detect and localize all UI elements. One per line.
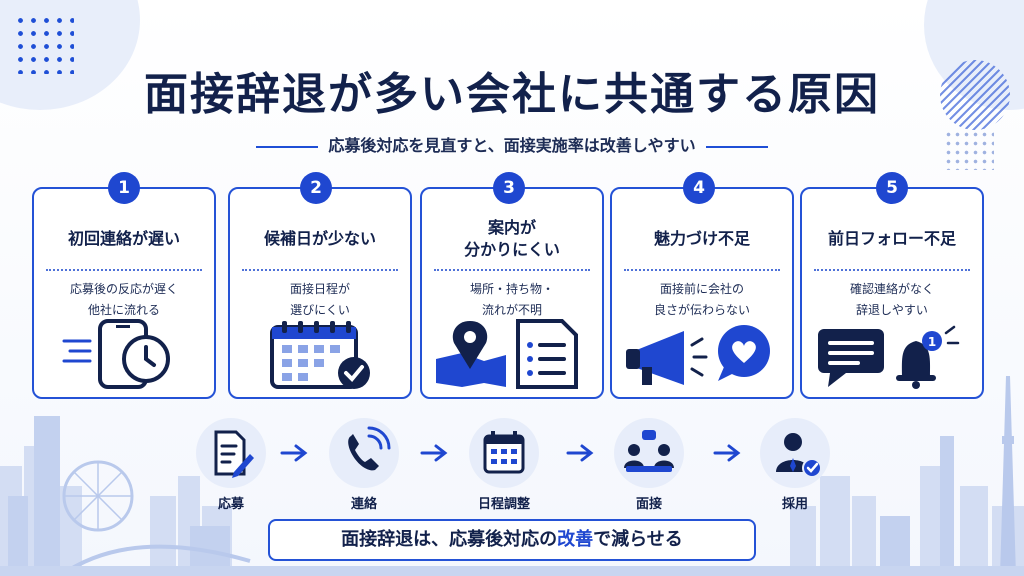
- arrow-right-icon: [280, 444, 308, 462]
- dotted-divider: [434, 269, 590, 271]
- desc-line: 流れが不明: [481, 303, 542, 317]
- arrow-right-icon: [566, 444, 594, 462]
- page-title: 面接辞退が多い会社に共通する原因: [144, 69, 880, 120]
- cause-title: 魅力づけ不足: [653, 229, 750, 249]
- document-pen-icon: [214, 430, 254, 478]
- flow-step-icon-circle: [469, 418, 539, 488]
- cause-title: 案内が分かりにくい: [426, 215, 598, 263]
- desc-line: 面接前に会社の: [659, 282, 744, 296]
- cause-description: 確認連絡がなく 辞退しやすい: [808, 279, 976, 321]
- desc-line: 良さが伝わらない: [653, 303, 750, 317]
- decor-dots: [14, 14, 74, 74]
- cause-description: 応募後の反応が遅く 他社に流れる: [40, 279, 208, 321]
- desc-line: 他社に流れる: [87, 303, 160, 317]
- flow-step-icon-circle: [760, 418, 830, 488]
- cause-card: 魅力づけ不足 面接前に会社の 良さが伝わらない: [610, 187, 794, 399]
- cause-title: 候補日が少ない: [263, 229, 376, 249]
- calendar-check-icon: [270, 321, 370, 389]
- dotted-divider: [814, 269, 970, 271]
- megaphone-heart-icon: [626, 325, 770, 385]
- dotted-divider: [624, 269, 780, 271]
- meeting-icon: [624, 430, 674, 472]
- banner-text: 面接辞退は、応募後対応の: [341, 529, 558, 550]
- flow-step-icon-circle: [329, 418, 399, 488]
- cause-card: 案内が分かりにくい 場所・持ち物・ 流れが不明: [420, 187, 604, 399]
- subtitle-line: [705, 145, 768, 148]
- city-skyline-illustration: [0, 376, 1024, 576]
- cause-card: 候補日が少ない 面接日程が 選びにくい: [228, 187, 412, 399]
- page-subtitle: 応募後対応を見直すと、面接実施率は改善しやすい: [0, 132, 1024, 156]
- desc-line: 辞退しやすい: [856, 303, 928, 317]
- flow-step-label: 面接: [635, 497, 662, 512]
- arrow-right-icon: [420, 444, 448, 462]
- flow-step-label: 採用: [781, 497, 808, 512]
- dotted-divider: [242, 269, 398, 271]
- cause-number: 1: [108, 172, 140, 204]
- banner-highlight: 改善: [557, 529, 594, 550]
- svg-text:1: 1: [928, 335, 936, 349]
- flow-step-icon-circle: [196, 418, 266, 488]
- calendar-icon: [483, 431, 525, 474]
- person-check-icon: [776, 433, 822, 478]
- desc-line: 選びにくい: [290, 303, 350, 317]
- flow-step-label: 応募: [217, 497, 244, 512]
- decor-dots: [944, 130, 994, 170]
- subtitle-text: 応募後対応を見直すと、面接実施率は改善しやすい: [328, 136, 696, 155]
- cause-description: 面接日程が 選びにくい: [236, 279, 404, 321]
- phone-clock-icon: [62, 319, 170, 389]
- cause-number: 4: [683, 172, 715, 204]
- title-line: 案内が: [487, 218, 536, 238]
- cause-card: 初回連絡が遅い 応募後の反応が遅く 他社に流れる: [32, 187, 216, 399]
- title-line: 分かりにくい: [464, 240, 560, 259]
- subtitle-line: [256, 145, 319, 148]
- arrow-right-icon: [713, 444, 741, 462]
- cause-description: 面接前に会社の 良さが伝わらない: [618, 279, 786, 321]
- map-document-icon: [436, 319, 578, 389]
- cause-number: 5: [876, 172, 908, 204]
- phone-call-icon: [348, 426, 391, 471]
- flow-step-icon-circle: [614, 418, 684, 488]
- cause-number: 3: [493, 172, 525, 204]
- desc-line: 応募後の反応が遅く: [69, 282, 178, 296]
- desc-line: 場所・持ち物・: [469, 282, 554, 296]
- cause-description: 場所・持ち物・ 流れが不明: [428, 279, 596, 321]
- cause-number: 2: [300, 172, 332, 204]
- cause-title: 前日フォロー不足: [827, 229, 956, 249]
- desc-line: 面接日程が: [289, 282, 350, 296]
- cause-title: 初回連絡が遅い: [67, 229, 180, 249]
- flow-step-label: 連絡: [350, 497, 377, 512]
- flow-step-label: 日程調整: [477, 497, 530, 512]
- chat-bell-icon: 1: [818, 325, 960, 389]
- banner-text: で減らせる: [593, 529, 683, 550]
- decor-stripes: [940, 60, 1010, 130]
- cause-card: 前日フォロー不足 確認連絡がなく 辞退しやすい 1: [800, 187, 984, 399]
- conclusion-banner: 面接辞退は、応募後対応の改善で減らせる: [268, 519, 756, 561]
- dotted-divider: [46, 269, 202, 271]
- desc-line: 確認連絡がなく: [849, 282, 934, 296]
